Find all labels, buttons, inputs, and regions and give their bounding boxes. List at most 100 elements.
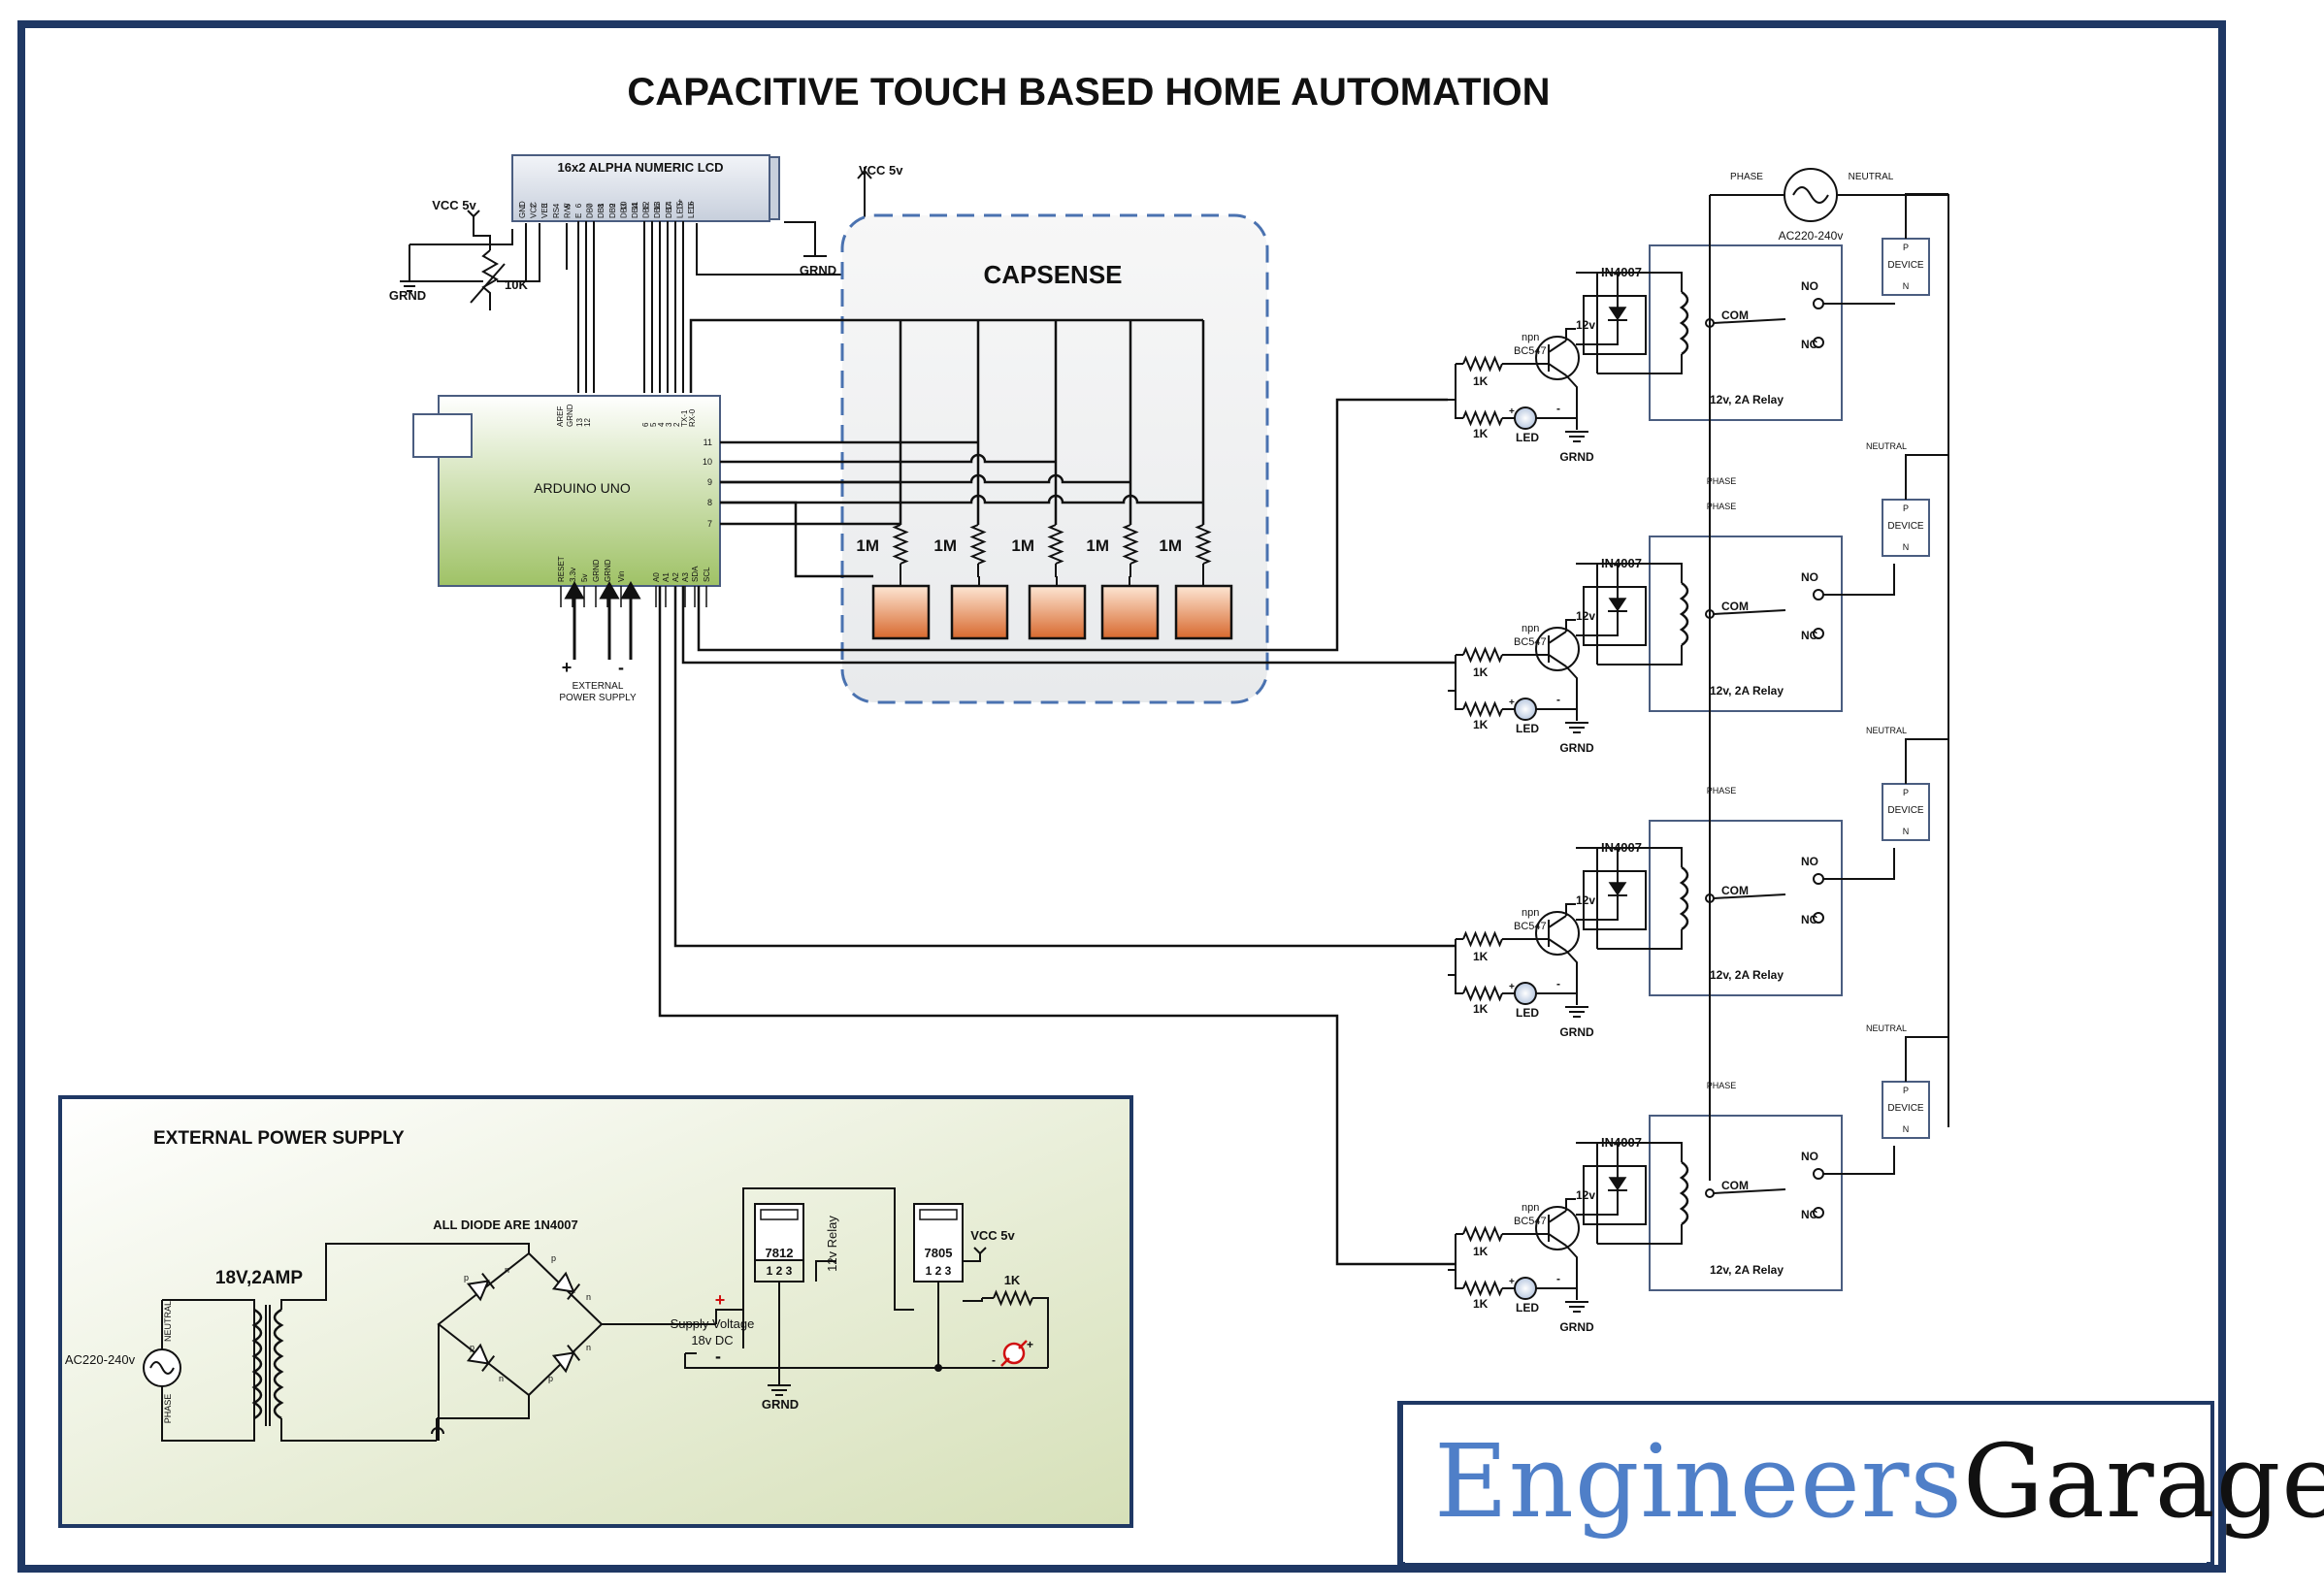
base-resistor xyxy=(1462,1225,1503,1243)
lcd-pin-name: GND xyxy=(518,201,527,218)
transistor-leads xyxy=(1565,328,1578,430)
led-branch xyxy=(1455,939,1463,994)
lcd-pin-number: 9 xyxy=(608,203,617,208)
transistor-symbol xyxy=(1548,340,1567,376)
device-p: P xyxy=(1903,788,1909,797)
arduino-bottom-pin: 5v xyxy=(580,574,589,582)
capsense-resistor-lead xyxy=(1129,564,1131,577)
device-wire xyxy=(1823,303,1895,305)
npn-label: npn xyxy=(1522,1202,1539,1214)
device-p: P xyxy=(1903,503,1909,513)
capsense-bus xyxy=(689,318,1203,393)
device-wire xyxy=(1823,564,1895,596)
capsense-resistor-label: 1M xyxy=(1159,536,1182,555)
lcd-pin-number: 12 xyxy=(642,201,651,210)
logo: EngineersGarage xyxy=(1405,1408,2324,1563)
diode-bar xyxy=(567,1283,581,1301)
reg-tab xyxy=(919,1209,958,1220)
grnd-label: GRND xyxy=(1559,741,1594,755)
ground-symbol xyxy=(768,1384,791,1396)
no-contact xyxy=(1813,1168,1824,1180)
device-n: N xyxy=(1903,827,1910,836)
mains-ac: AC220-240v xyxy=(1779,229,1844,243)
transformer-core xyxy=(265,1305,271,1426)
touch-pad xyxy=(950,584,1009,640)
arduino-side-pin: 9 xyxy=(707,477,712,487)
capsense-pin-wire xyxy=(720,453,1056,464)
transistor-body xyxy=(1535,1206,1580,1250)
relay-switch xyxy=(1713,609,1786,615)
lcd-pin-name: DB1 xyxy=(597,203,606,218)
psu-gnd-rail xyxy=(684,1353,1048,1369)
relay-label: 12v, 2A Relay xyxy=(1710,393,1784,406)
no-contact xyxy=(1813,298,1824,309)
device-box xyxy=(1882,1081,1930,1139)
device-label: DEVICE xyxy=(1887,805,1924,816)
arduino-top-pin: GRND xyxy=(566,404,574,427)
arduino-bottom-pin: SCL xyxy=(703,567,711,582)
base-wire xyxy=(1448,939,1457,976)
junction-dot xyxy=(934,1364,942,1372)
arduino-bottom-pin: Vin xyxy=(617,571,626,582)
psu-neutral: NEUTRAL xyxy=(163,1301,173,1342)
led-minus: - xyxy=(992,1353,996,1367)
diode-symbol xyxy=(1608,882,1627,896)
lcd-pin-number: 7 xyxy=(586,203,595,208)
psu-transformer: 18V,2AMP xyxy=(215,1268,303,1288)
no-label: NO xyxy=(1801,855,1818,868)
neutral-label: NEUTRAL xyxy=(1866,1023,1907,1033)
nc-label: NC xyxy=(1801,629,1818,642)
device-wire xyxy=(1823,1146,1895,1175)
reg-tab xyxy=(760,1209,799,1220)
led-plus: + xyxy=(1509,1277,1515,1287)
lcd-pin-name: DB3 xyxy=(619,203,628,218)
vcc-arrow xyxy=(973,1247,987,1254)
relay-switch xyxy=(1713,1188,1786,1194)
lcd-pin-name: VEE xyxy=(540,203,549,218)
psu-supply-2: 18v DC xyxy=(691,1333,733,1347)
grnd-label: GRND xyxy=(1559,1025,1594,1039)
led-label: LED xyxy=(1516,722,1539,735)
mains-phase: PHASE xyxy=(1730,172,1763,182)
r1k-label-1: 1K xyxy=(1473,1245,1489,1258)
led-label: LED xyxy=(1516,1301,1539,1315)
v12-label: 12v xyxy=(1576,318,1595,332)
arduino-top-pin: 6 xyxy=(641,422,650,427)
r1k-label-2: 1K xyxy=(1473,427,1489,440)
arduino-bottom-pin: GRND xyxy=(604,559,612,582)
transistor-body xyxy=(1535,627,1580,671)
grnd-label-lcd: GRND xyxy=(800,263,836,277)
ground-symbol xyxy=(1565,1301,1588,1313)
lcd-pin-number: 10 xyxy=(619,201,628,210)
lcd-pin-name: VCC xyxy=(530,202,539,218)
arduino-bottom-pin: A1 xyxy=(662,572,671,582)
led-label: LED xyxy=(1516,431,1539,444)
arduino-side-pin: 10 xyxy=(703,457,712,467)
com-label: COM xyxy=(1721,1179,1749,1192)
pot-label: 10K xyxy=(505,277,528,292)
diode-bar xyxy=(567,1344,581,1361)
no-contact xyxy=(1813,873,1824,885)
lcd-pin-name: LED+ xyxy=(675,198,684,218)
lcd-title: 16x2 ALPHA NUMERIC LCD xyxy=(558,160,724,175)
led-branch xyxy=(1455,364,1463,419)
phase-label: PHASE xyxy=(1707,502,1737,511)
npn-label: npn xyxy=(1522,332,1539,343)
psu-plus-wire xyxy=(715,1187,914,1348)
diode-pin-label: p xyxy=(470,1343,475,1352)
transistor-leads xyxy=(1565,903,1578,1005)
com-contact xyxy=(1705,1188,1715,1198)
device-neutral-wire xyxy=(1905,1036,1948,1082)
device-neutral-wire xyxy=(1905,454,1948,500)
base-wire xyxy=(1448,364,1457,401)
relay-label: 12v, 2A Relay xyxy=(1710,968,1784,982)
com-label: COM xyxy=(1721,884,1749,897)
diode-label: IN4007 xyxy=(1601,556,1642,570)
led-resistor xyxy=(1462,409,1503,427)
bc547-label: BC547 xyxy=(1514,345,1547,357)
nc-label: NC xyxy=(1801,1208,1818,1221)
lcd-pin-name: RS xyxy=(552,208,561,218)
